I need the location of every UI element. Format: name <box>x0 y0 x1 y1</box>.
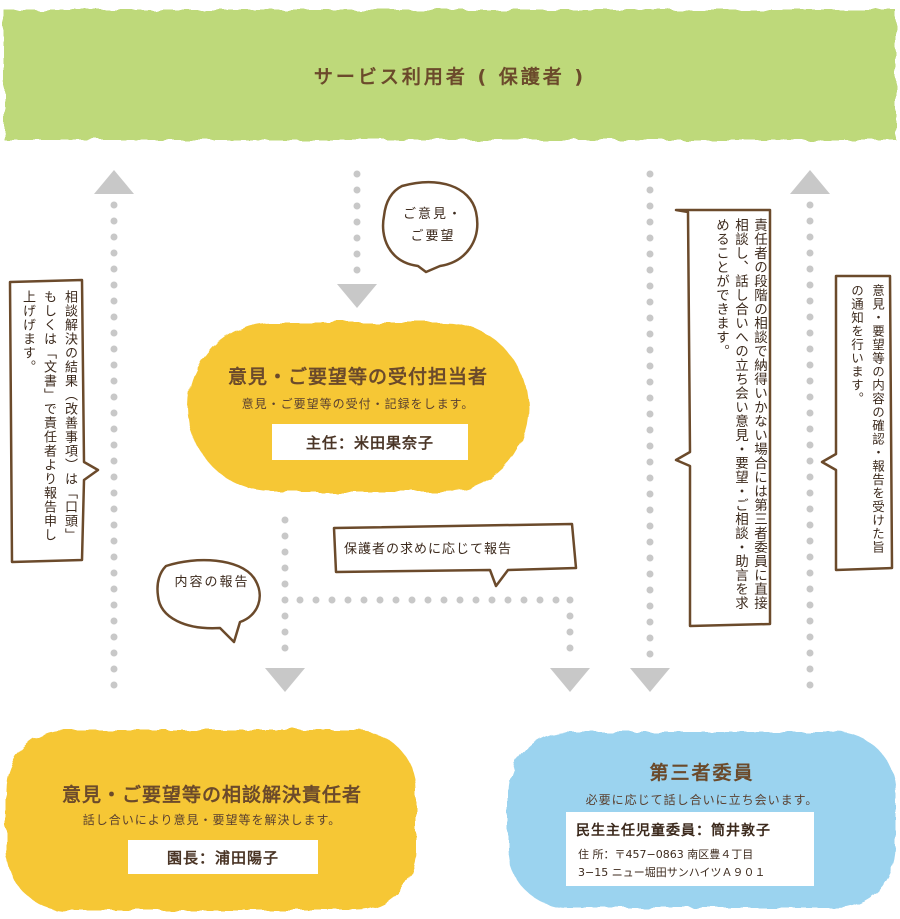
reception-down-arrow <box>265 668 305 692</box>
guardian-report-bubble <box>332 522 578 588</box>
reception-person: 主任：米田果奈子 <box>272 424 468 460</box>
header-title: サービス利用者 ( 保護者 ) <box>313 66 587 88</box>
resolver-description: 話し合いにより意見・要望等を解決します。 <box>82 813 342 827</box>
left-up-arrow <box>94 170 134 194</box>
left-note-bubble <box>8 278 100 564</box>
third-party-card: 民生主任児童委員：筒井敦子 住 所：〒457−0863 南区豊４丁目 3−15 … <box>566 812 814 886</box>
header-title-wrap: サービス利用者 ( 保護者 ) <box>0 62 900 89</box>
center-down-arrow <box>337 284 377 308</box>
confirm-note: 意見・要望等の内容の確認・報告を受けた旨の通知を行います。 <box>849 284 885 554</box>
opinion-request-note: ご意見・ご要望 <box>402 207 463 244</box>
opinion-request-bubble <box>381 181 479 274</box>
third-party-node: 第三者委員 必要に応じて話し合いに立ち会います。 <box>520 758 884 808</box>
consult-note-bubble <box>674 208 772 628</box>
content-report-note: 内容の報告 <box>174 575 250 590</box>
resolver-person: 園長：浦田陽子 <box>128 840 318 874</box>
third-party-address-1: 住 所：〒457−0863 南区豊４丁目 <box>578 848 754 861</box>
third-party-description: 必要に応じて話し合いに立ち会います。 <box>585 793 819 807</box>
guardian-report-note: 保護者の求めに応じて報告 <box>344 542 513 557</box>
resolver-node: 意見・ご要望等の相談解決責任者 話し合いにより意見・要望等を解決します。 <box>20 780 404 828</box>
reception-title: 意見・ご要望等の受付担当者 <box>227 366 488 388</box>
reception-node: 意見・ご要望等の受付担当者 意見・ご要望等の受付・記録をします。 <box>198 362 518 412</box>
consult-note: 責任者の段階の相談で納得いかない場合には第三者委員に直接相談し、話し合いへの立ち… <box>713 218 767 610</box>
third-party-person: 民生主任児童委員：筒井敦子 <box>576 823 771 839</box>
consult-down-arrow <box>630 668 670 692</box>
resolver-title: 意見・ご要望等の相談解決責任者 <box>61 784 362 806</box>
right-up-arrow <box>790 170 830 194</box>
third-party-address-2: 3−15 ニュー堀田サンハイツＡ９０１ <box>578 866 766 879</box>
left-result-note: 相談解決の結果（改善事項）は「口頭」もしくは「文書」で責任者より報告申し上げげま… <box>20 290 77 542</box>
content-report-bubble <box>156 558 261 644</box>
third-party-title: 第三者委員 <box>649 762 755 784</box>
header-banner <box>4 10 896 140</box>
confirm-note-bubble <box>820 274 894 572</box>
report-down-arrow <box>550 668 590 692</box>
reception-description: 意見・ご要望等の受付・記録をします。 <box>241 397 475 411</box>
